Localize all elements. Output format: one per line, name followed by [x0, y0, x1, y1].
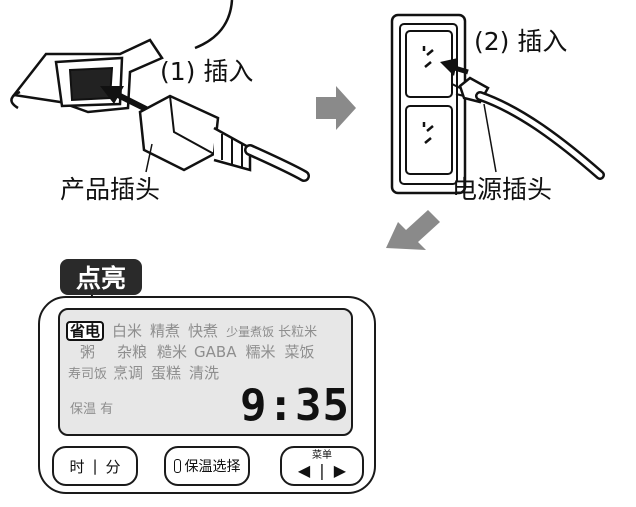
keep-warm-select-button[interactable]: 保温选择 [164, 446, 250, 486]
menu-item-brown-rice: 糙米 [157, 343, 188, 361]
time-display: 9:35 [240, 380, 350, 431]
menu-item-long-grain: 长粒米 [278, 325, 318, 340]
indicator-lamp-icon [173, 459, 181, 473]
product-plug-label: 产品插头 [60, 175, 161, 204]
keep-warm-indicator: 保温 有 [70, 402, 114, 417]
insert-arrow-1-head [100, 86, 124, 104]
menu-item-small-amount: 少量煮饭 [226, 325, 275, 339]
menu-item-glutinous: 糯米 [245, 343, 276, 361]
gray-arrow-right-icon [316, 86, 356, 130]
menu-item-clean: 清洗 [189, 364, 220, 382]
cooker-cord-top [194, 0, 234, 50]
light-on-badge: 点亮 [60, 259, 142, 295]
product-plug-leader [145, 143, 153, 173]
step2-label: (2) 插入 [474, 27, 568, 56]
menu-item-quick-cook: 快煮 [188, 322, 219, 340]
gray-arrow-down-left-icon [386, 210, 440, 250]
menu-label: 菜单 [312, 450, 332, 461]
menu-item-mixed-grain: 杂粮 [117, 343, 148, 361]
lcd-display [58, 308, 353, 436]
menu-item-cake: 蛋糕 [151, 364, 182, 382]
product-plug-icon [138, 94, 310, 182]
menu-row-3: 寿司饭烹调蛋糕清洗 [68, 363, 219, 385]
menu-row-2: 粥 杂粮糙米 GABA 糯米菜饭 [80, 342, 315, 362]
power-plug-leader [483, 103, 497, 173]
menu-item-eco: 省电 [66, 321, 105, 341]
appliance-socket-icon [10, 38, 164, 114]
menu-separator: | [319, 461, 325, 480]
wall-outlet-icon [390, 13, 467, 195]
insert-arrow-2-head [440, 58, 458, 76]
menu-button[interactable]: 菜单 ◀ | ▶ [280, 446, 364, 486]
menu-item-white-rice: 白米 [112, 322, 143, 340]
power-plug-icon [451, 76, 605, 180]
hour-label: 时 [69, 457, 85, 476]
power-plug-label: 电源插头 [452, 175, 553, 204]
time-set-button[interactable]: 时 | 分 [52, 446, 138, 486]
menu-item-fine-cook: 精煮 [150, 322, 181, 340]
next-arrow-icon[interactable]: ▶ [333, 461, 347, 480]
keep-warm-select-label: 保温选择 [184, 459, 241, 475]
menu-item-veg-rice: 菜饭 [284, 343, 315, 361]
menu-item-gaba: GABA [194, 343, 237, 361]
menu-row-1: 省电白米精煮快煮少量煮饭长粒米 [66, 321, 317, 343]
minute-label: 分 [105, 457, 121, 476]
menu-arrows: ◀ | ▶ [298, 461, 346, 481]
step1-label: (1) 插入 [160, 57, 254, 86]
time-separator: | [92, 457, 98, 475]
menu-item-porridge: 粥 [80, 343, 96, 361]
menu-item-cooking: 烹调 [113, 364, 144, 382]
prev-arrow-icon[interactable]: ◀ [297, 461, 311, 480]
menu-item-sushi: 寿司饭 [68, 367, 108, 382]
